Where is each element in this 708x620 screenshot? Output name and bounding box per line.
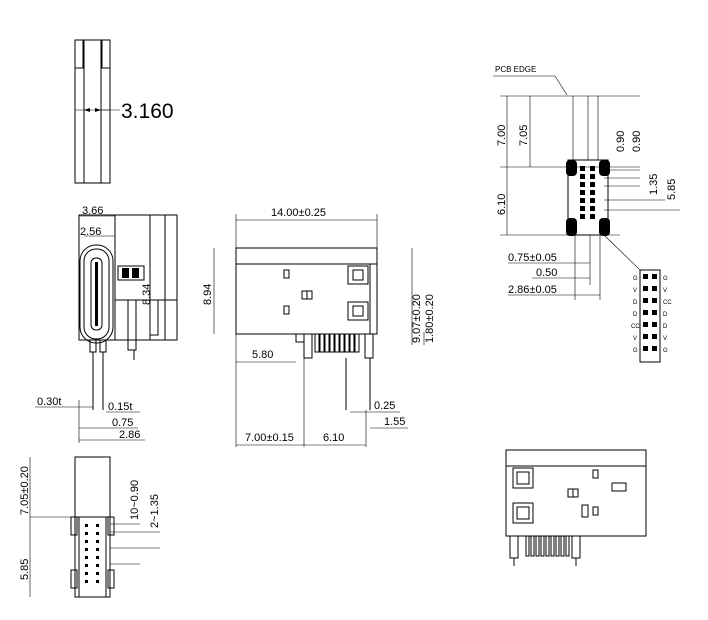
front-shell-t: 0.30t — [37, 396, 61, 408]
front-width-outer: 3.66 — [82, 205, 103, 217]
pcb-7-00: 7.00 — [496, 125, 508, 146]
front-view: 3.66 2.56 8.34 0.30t 0.15t 0.75 2.86 — [35, 205, 178, 443]
top-outline-view: 14.00±0.25 8. — [202, 207, 436, 447]
bottom-10-090: 10~0.90 — [129, 480, 141, 520]
pin-label-r-5: V — [663, 336, 667, 342]
pin-label-r-2: CC — [663, 300, 672, 306]
front-overall: 2.86 — [119, 429, 140, 441]
pin-offset-dim: 5.80 — [252, 349, 273, 361]
bottom-right-view — [505, 449, 647, 566]
pcb-075: 0.75±0.05 — [508, 252, 557, 264]
pin-map — [643, 274, 657, 351]
pad-grid — [580, 166, 595, 219]
side-thin-view: 3.160 — [74, 39, 174, 184]
bottom-2-135: 2~1.35 — [149, 494, 161, 528]
pcb-6-10: 6.10 — [496, 194, 508, 215]
pad-w-dim: 0.25 — [374, 400, 395, 412]
pcb-5-85: 5.85 — [666, 179, 678, 200]
bottom-585: 5.85 — [19, 559, 31, 580]
bottom-pin-dots — [85, 524, 99, 583]
front-pitch: 0.75 — [112, 417, 133, 429]
pin-label-l-6: G — [633, 348, 638, 354]
pin-label-r-4: D — [663, 324, 668, 330]
pin-label-l-2: D — [633, 300, 638, 306]
x1-dim: 7.00±0.15 — [245, 432, 294, 444]
pcb-1-35: 1.35 — [648, 174, 660, 195]
pin-label-r-6: G — [663, 348, 668, 354]
x2-dim: 6.10 — [323, 432, 344, 444]
height-a-dim: 9.07±0.20 — [411, 294, 423, 343]
pin-label-r-0: G — [663, 276, 668, 282]
pcb-0-90-b: 0.90 — [631, 131, 643, 152]
pin-label-l-5: V — [633, 336, 637, 342]
bottom-705: 7.05±0.20 — [19, 466, 31, 515]
pcb-0-90-a: 0.90 — [615, 131, 627, 152]
pcb-layout-view: PCB EDGE 7.00 7.05 6.10 0.90 0.90 1.35 5… — [493, 65, 680, 363]
front-height: 8.34 — [141, 284, 153, 305]
length-dim: 14.00±0.25 — [271, 207, 326, 219]
pin-row — [314, 333, 360, 353]
pin-label-l-3: D — [633, 312, 638, 318]
bottom-right-pins — [525, 535, 570, 557]
front-width-inner: 2.56 — [80, 226, 101, 238]
height-dim: 8.94 — [202, 284, 214, 305]
pad-off-dim: 1.55 — [384, 416, 405, 428]
pin-label-l-1: V — [633, 288, 637, 294]
height-b-dim: 1.80±0.20 — [424, 294, 436, 343]
pin-label-r-3: D — [663, 312, 668, 318]
pcb-286: 2.86±0.05 — [508, 284, 557, 296]
thickness-label: 3.160 — [121, 100, 174, 123]
pcb-050: 0.50 — [536, 267, 557, 279]
pin-label-l-0: G — [633, 276, 638, 282]
pin-label-l-4: CC — [631, 324, 640, 330]
pin-label-r-1: V — [663, 288, 667, 294]
front-contact-t: 0.15t — [108, 401, 132, 413]
bottom-left-view: 7.05±0.20 5.85 10~0.90 2~1.35 — [19, 456, 161, 598]
pcb-7-05: 7.05 — [518, 125, 530, 146]
pcb-edge-label: PCB EDGE — [495, 65, 536, 74]
